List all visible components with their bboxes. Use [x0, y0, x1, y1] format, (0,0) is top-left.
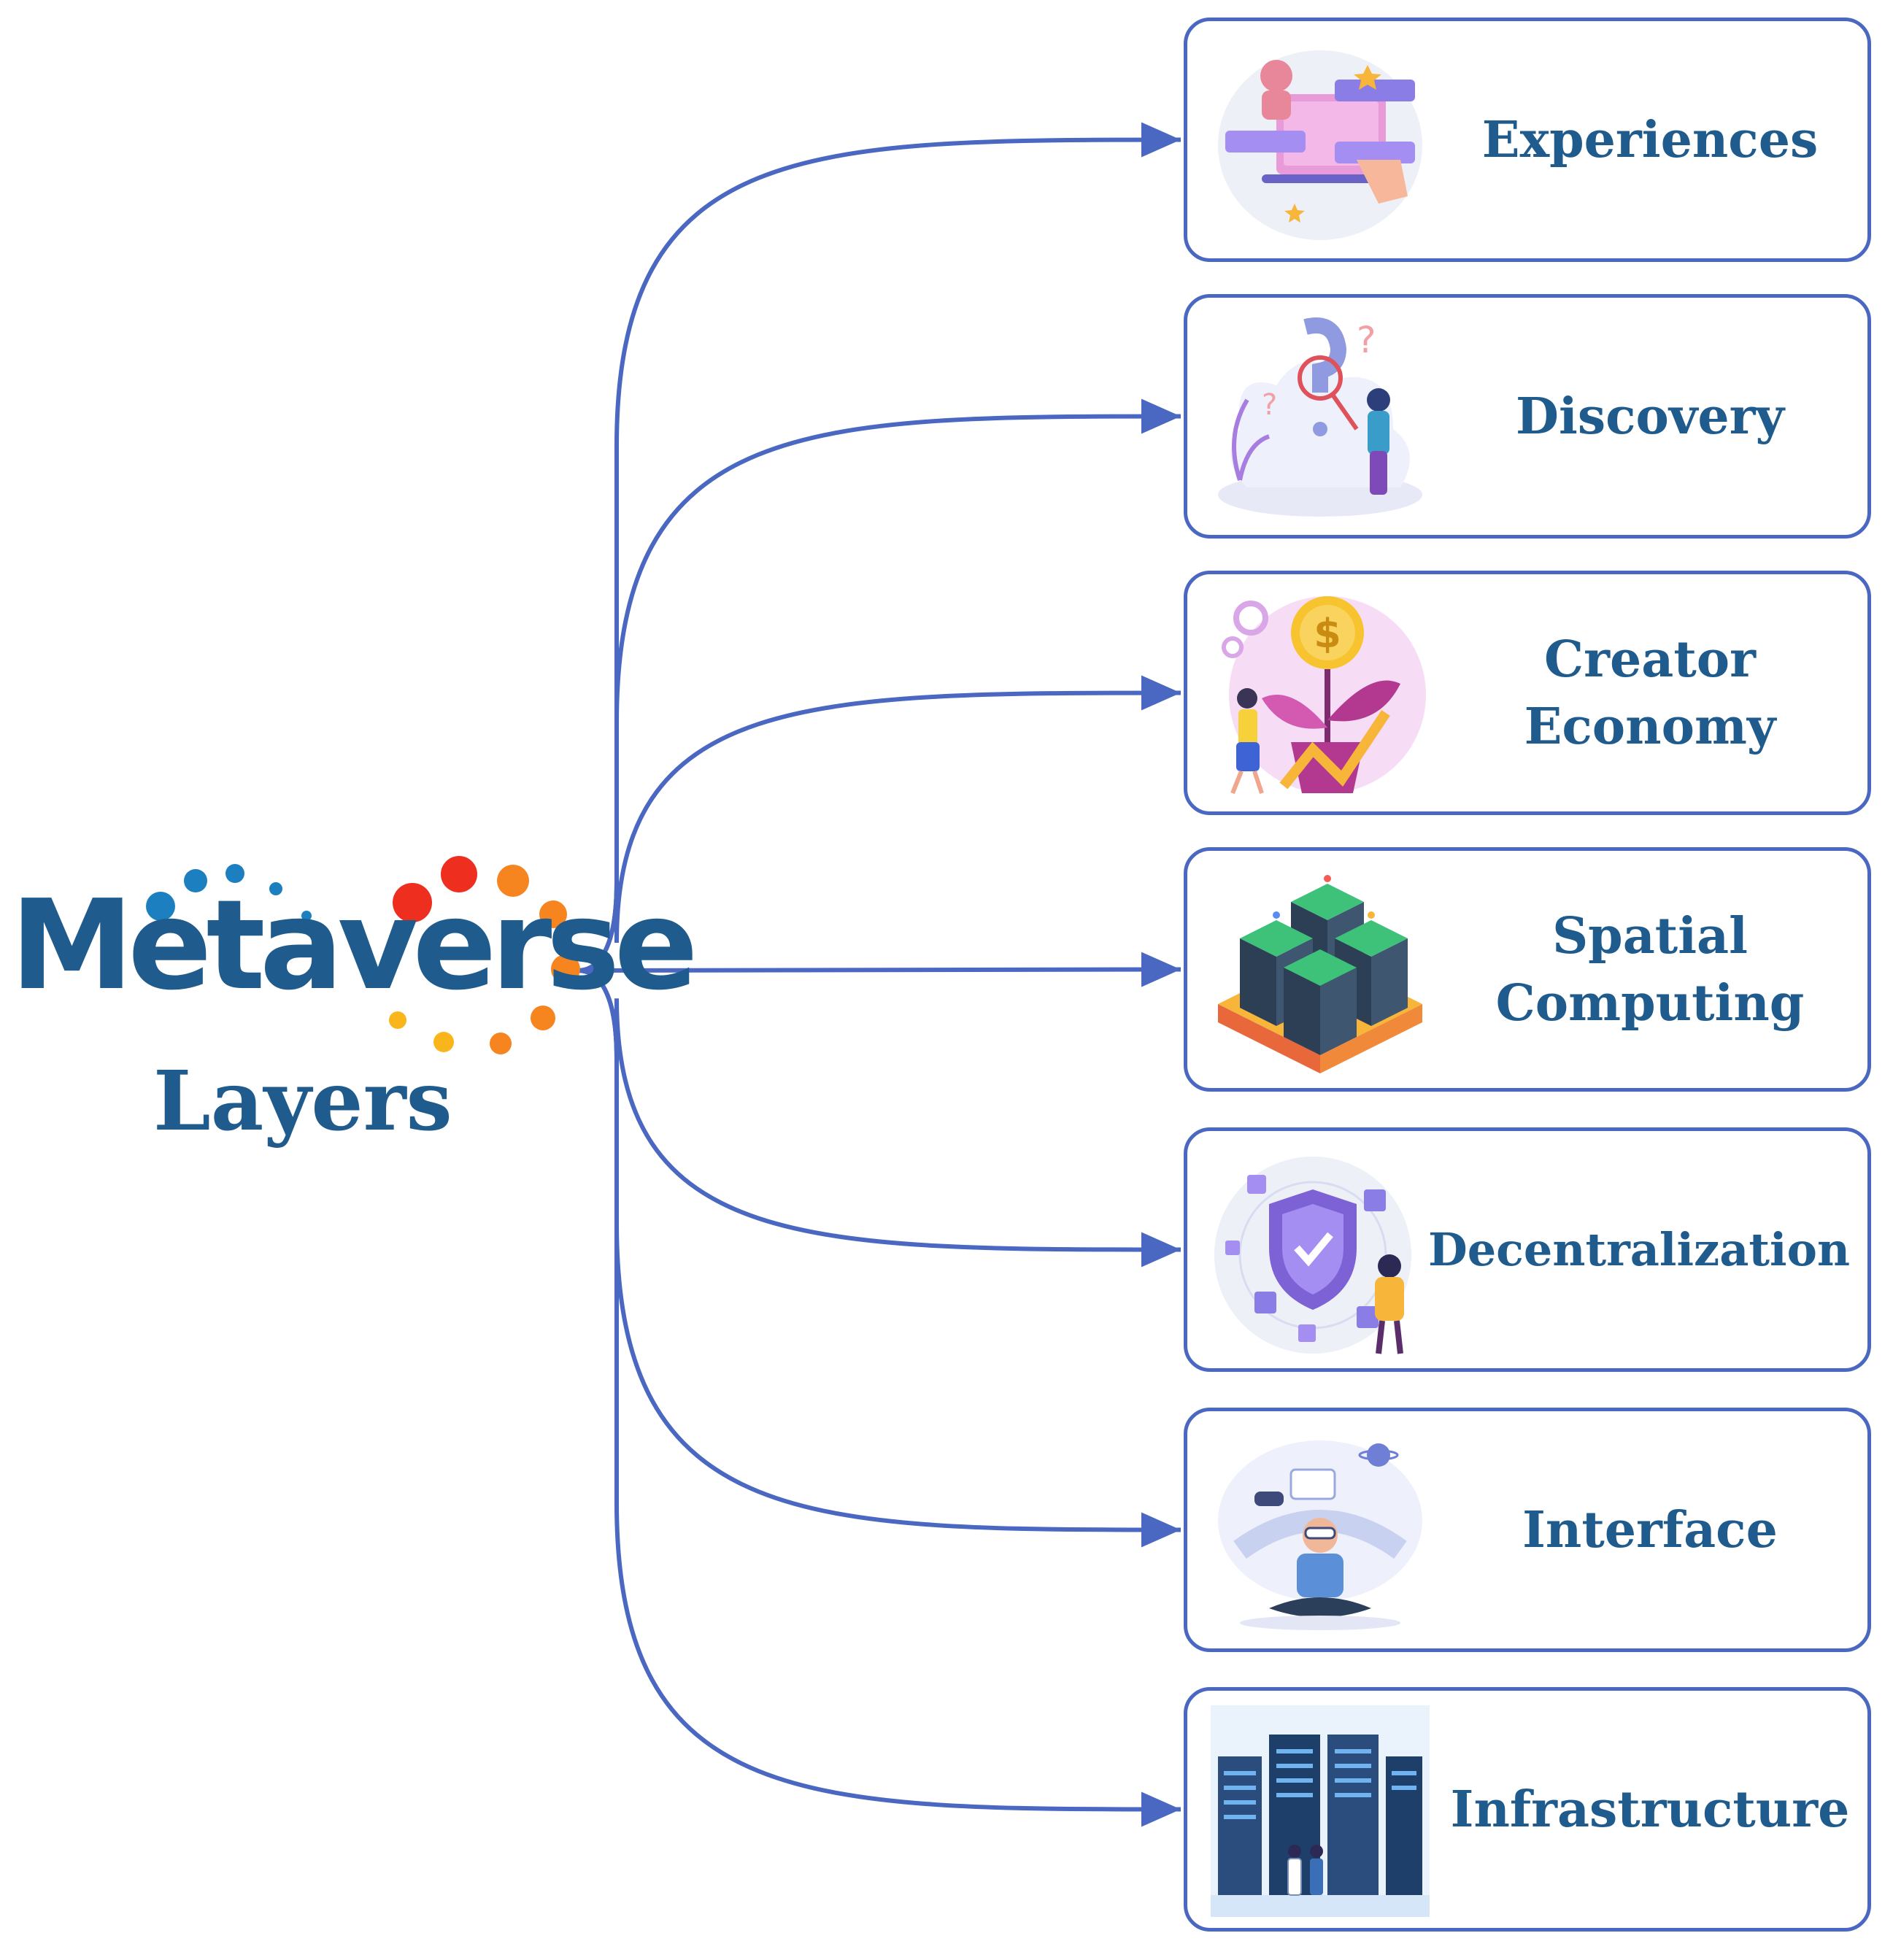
logo-dot-13	[433, 1032, 454, 1052]
layer-label-infrastructure: Infrastructure	[1450, 1780, 1850, 1839]
logo-dot-4	[269, 882, 282, 895]
layer-label-experiences: Experiences	[1481, 110, 1819, 169]
coin-plant-growth-illustration-icon: $	[1222, 596, 1426, 795]
metaverse-logo-wordmark: Metaverse	[10, 873, 698, 1018]
logo-dot-2	[184, 869, 207, 892]
logo-dot-14	[389, 1011, 406, 1029]
logo-dot-5	[301, 911, 312, 921]
layer-box-infrastructure: Infrastructure	[1184, 1687, 1871, 1932]
layer-label-creator-economy: Creator Economy	[1524, 630, 1776, 756]
logo-dot-6	[393, 883, 432, 922]
layer-box-interface: Interface	[1184, 1408, 1871, 1652]
connector-arrow-3	[577, 675, 1181, 973]
layer-label-spatial-computing: Spatial Computing	[1495, 906, 1805, 1033]
layer-label-interface: Interface	[1522, 1500, 1778, 1559]
layer-box-experiences: Experiences	[1184, 18, 1871, 262]
metaverse-layers-subtitle: Layers	[153, 1054, 452, 1149]
svg-text:?: ?	[1357, 319, 1376, 361]
connector-arrow-1	[577, 122, 1181, 973]
layer-label-discovery: Discovery	[1516, 387, 1784, 446]
metaverse-logo-dots	[146, 856, 580, 1054]
logo-dot-3	[225, 864, 244, 883]
user-feedback-illustration-icon	[1218, 50, 1422, 240]
layer-box-discovery: ? ? Discovery	[1184, 294, 1871, 539]
logo-dot-8	[497, 865, 529, 897]
layer-label-decentralization: Decentralization	[1427, 1222, 1851, 1276]
connector-arrow-7	[577, 968, 1181, 1827]
logo-dot-10	[551, 954, 580, 984]
logo-dot-11	[531, 1006, 555, 1030]
magnifier-search-illustration-icon: ? ?	[1218, 317, 1422, 517]
connector-arrow-4	[577, 952, 1181, 987]
data-center-racks-illustration-icon	[1211, 1705, 1430, 1917]
logo-dot-7	[441, 856, 477, 892]
logo-dot-1	[146, 892, 175, 921]
layer-box-spatial-computing: Spatial Computing	[1184, 847, 1871, 1092]
svg-text:?: ?	[1262, 388, 1277, 422]
layer-box-creator-economy: $ Creator Economy	[1184, 571, 1871, 815]
layer-box-decentralization: Decentralization	[1184, 1127, 1871, 1372]
logo-dot-12	[490, 1033, 512, 1054]
connectors	[577, 122, 1181, 1827]
svg-text:$: $	[1314, 611, 1341, 657]
logo-dot-9	[539, 900, 567, 928]
security-shield-network-illustration-icon	[1214, 1157, 1411, 1354]
vr-headset-user-illustration-icon	[1218, 1440, 1422, 1630]
isometric-servers-illustration-icon	[1218, 875, 1422, 1073]
